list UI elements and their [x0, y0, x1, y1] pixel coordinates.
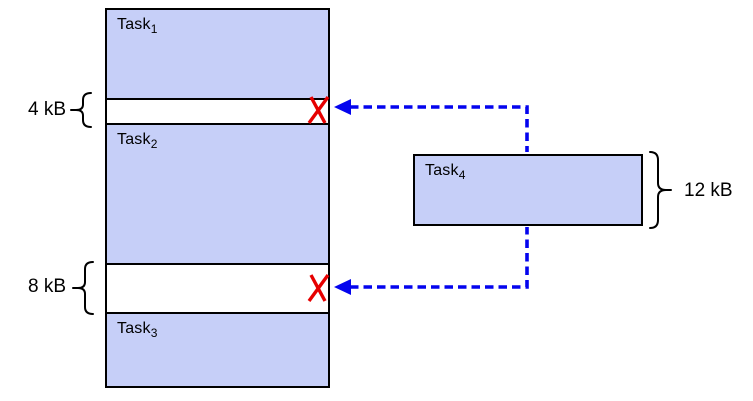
- task4-block: Task4: [413, 154, 643, 226]
- memory-column: Task1 Task2 Task3: [105, 8, 330, 388]
- gap2-size-label: 8 kB: [27, 276, 66, 297]
- curly-brace-left-icon: [72, 261, 94, 315]
- gap2-free-block: [107, 265, 328, 314]
- arrow-line-to-gap1: [350, 105, 529, 152]
- arrow-line-to-gap2: [350, 227, 529, 289]
- arrow-left-icon: [334, 99, 351, 115]
- task2-block: Task2: [107, 125, 328, 265]
- curly-brace-left-icon: [70, 92, 92, 128]
- gap1-size-label: 4 kB: [27, 99, 66, 120]
- task1-block: Task1: [107, 10, 328, 100]
- gap1-free-block: [107, 100, 328, 125]
- task4-label: Task4: [425, 162, 466, 182]
- task1-label: Task1: [117, 16, 158, 36]
- task3-label: Task3: [117, 320, 158, 340]
- task3-block: Task3: [107, 314, 328, 386]
- task2-label: Task2: [117, 131, 158, 151]
- x-icon: [307, 95, 330, 125]
- curly-brace-right-icon: [649, 151, 672, 229]
- task4-size-label: 12 kB: [684, 180, 733, 201]
- arrow-left-icon: [334, 279, 351, 295]
- x-icon: [307, 273, 330, 303]
